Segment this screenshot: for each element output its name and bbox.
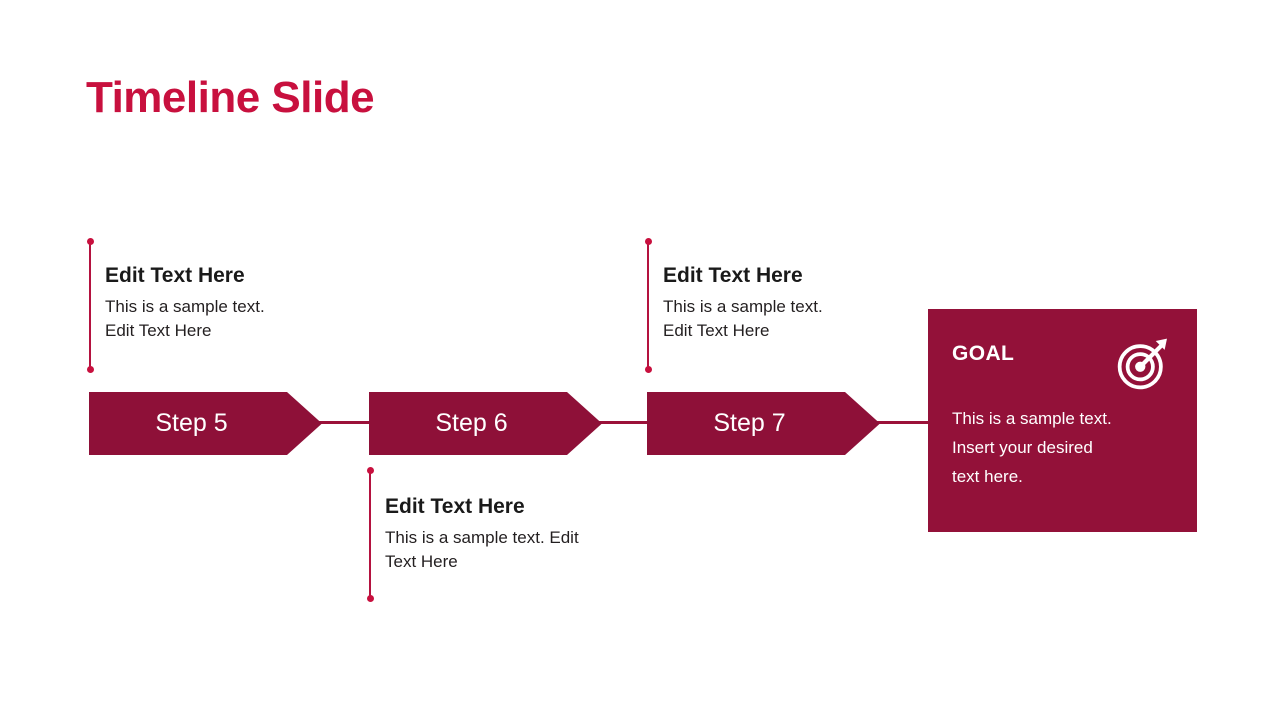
callout-step5-above: Edit Text Here This is a sample text. Ed…	[86, 238, 389, 373]
connector-step6-step7	[586, 421, 650, 424]
target-arrow-icon	[1114, 333, 1174, 393]
step-label-6: Step 6	[435, 409, 508, 437]
callout-step7-above: Edit Text Here This is a sample text. Ed…	[644, 238, 947, 373]
goal-card[interactable]: GOAL This is a sample text. Insert your …	[928, 309, 1197, 532]
callout-body-step7: Edit Text Here This is a sample text. Ed…	[663, 263, 823, 344]
callout-rule-step7	[644, 238, 652, 373]
callout-heading-step7: Edit Text Here	[663, 264, 803, 287]
step-chevron-6[interactable]: Step 6	[369, 392, 602, 455]
goal-text-line2: Insert your desired	[952, 438, 1093, 458]
step-label-5: Step 5	[155, 409, 228, 437]
callout-rule-step5	[86, 238, 94, 373]
connector-step7-goal	[864, 421, 931, 424]
step-chevron-7[interactable]: Step 7	[647, 392, 880, 455]
page-title: Timeline Slide	[86, 73, 375, 122]
goal-text: This is a sample text. Insert your desir…	[952, 404, 1167, 492]
step-label-7: Step 7	[713, 409, 786, 437]
callout-heading-step5: Edit Text Here	[105, 264, 245, 287]
goal-heading: GOAL	[952, 342, 1015, 365]
callout-step6-below: Edit Text Here This is a sample text. Ed…	[366, 467, 669, 602]
callout-rule-step6	[366, 467, 374, 602]
callout-body-step5: Edit Text Here This is a sample text. Ed…	[105, 263, 265, 344]
callout-text-step5-line2: Edit Text Here	[105, 321, 212, 341]
step-chevron-5[interactable]: Step 5	[89, 392, 322, 455]
callout-text-step7-line2: Edit Text Here	[663, 321, 770, 341]
callout-text-step5-line1: This is a sample text.	[105, 297, 265, 317]
callout-body-step6: Edit Text Here This is a sample text. Ed…	[385, 494, 579, 575]
goal-text-line1: This is a sample text.	[952, 409, 1112, 428]
callout-text-step7-line1: This is a sample text.	[663, 297, 823, 317]
callout-text-step6-line2: Text Here	[385, 552, 458, 572]
goal-text-line3: text here.	[952, 467, 1023, 487]
callout-text-step6-line1: This is a sample text. Edit	[385, 528, 579, 548]
callout-heading-step6: Edit Text Here	[385, 495, 525, 518]
connector-step5-step6	[308, 421, 372, 424]
